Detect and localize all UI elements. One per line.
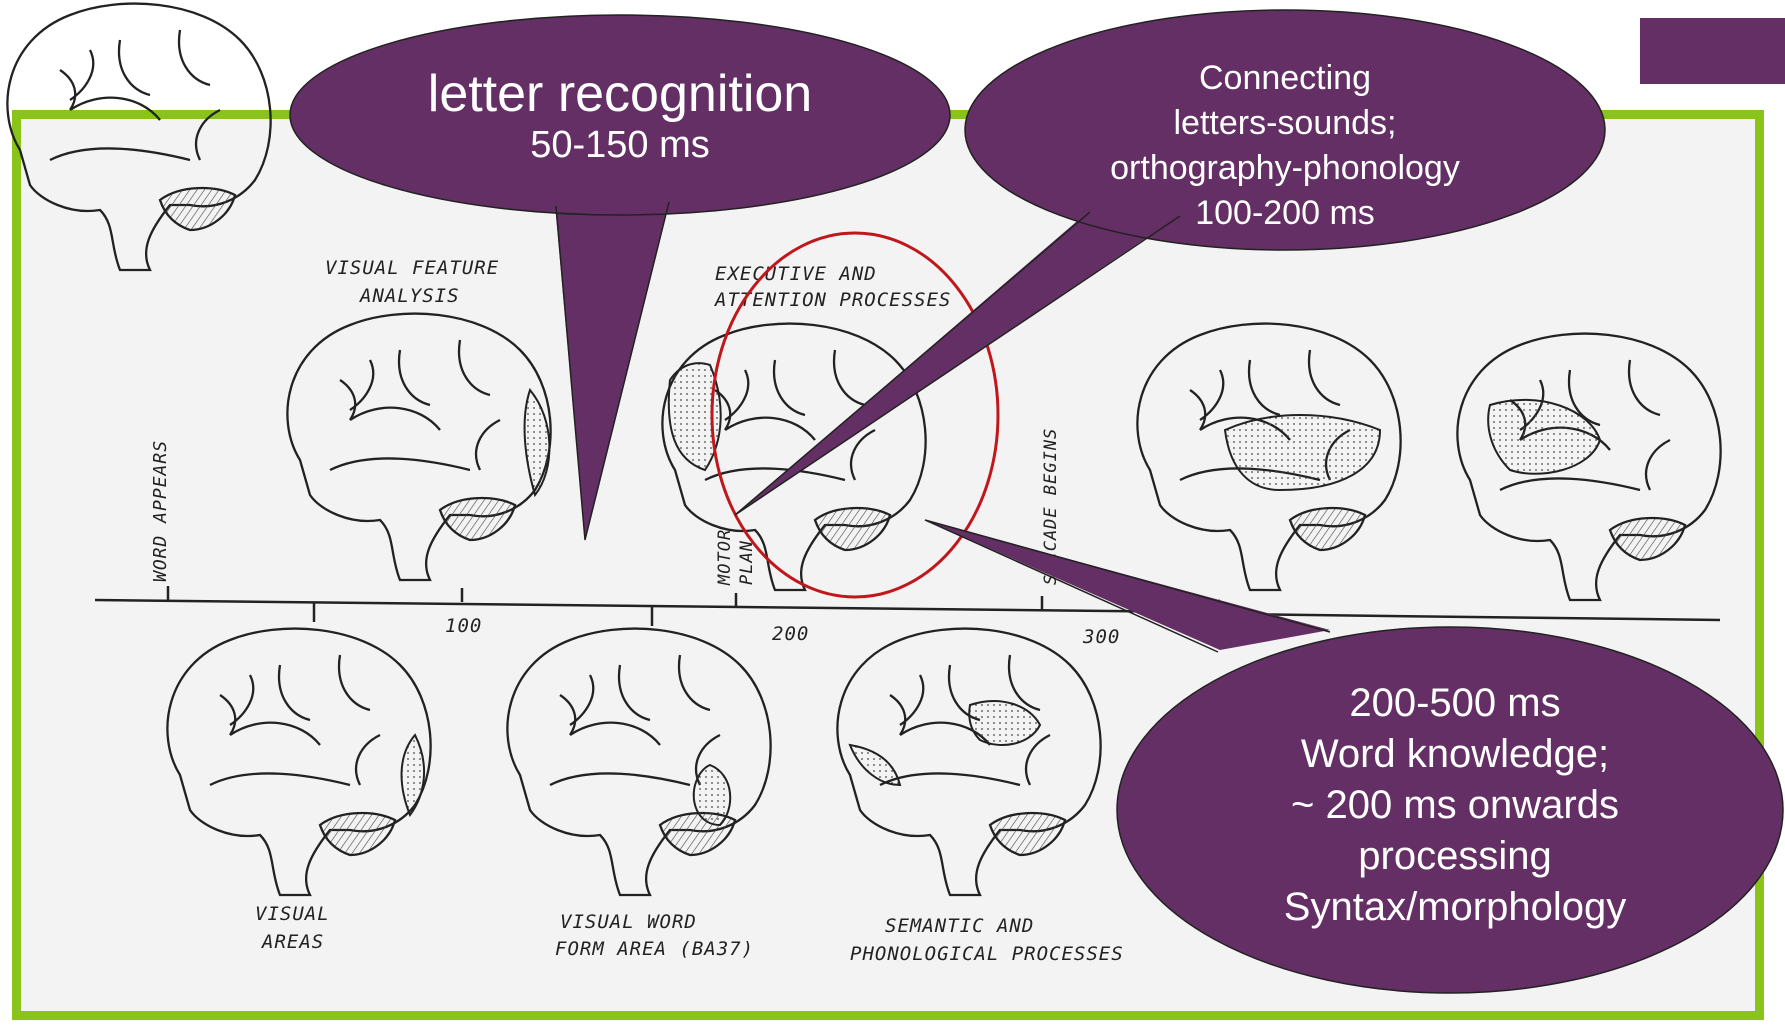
callout-word-line4: processing [1358,834,1552,878]
label-visual-feature-2: ANALYSIS [359,285,460,307]
label-vwfa-1: VISUAL WORD [560,911,697,933]
label-motor-plan-2: PLAN [737,540,757,585]
callout-connecting-line4: 100-200 ms [1195,194,1375,232]
brain-drawing [6,2,272,272]
callout-word-line1: 200-500 ms [1349,681,1561,725]
label-visual-areas-1: VISUAL [255,903,330,925]
callout-word-line3: ~ 200 ms onwards [1291,783,1619,827]
tick-300: 300 [1082,626,1120,648]
label-vwfa-2: FORM AREA (BA37) [555,938,754,960]
callout-connecting-line1: Connecting [1198,59,1371,97]
label-visual-feature-1: VISUAL FEATURE [325,257,499,279]
brain-executive [661,322,927,592]
bubble-letter-recognition [289,14,951,541]
highlight-circle [710,231,1000,599]
callout-word-knowledge: 200-500 ms Word knowledge; ~ 200 ms onwa… [1220,678,1690,933]
label-executive-1: EXECUTIVE AND [715,263,877,285]
brain-right-1 [1136,322,1402,592]
brain-semantic [836,627,1102,897]
callout-word-line2: Word knowledge; [1300,732,1610,776]
label-saccade: SACCADE BEGINS [1041,428,1061,585]
callout-connecting: Connecting letters-sounds; orthography-p… [1060,56,1510,236]
tick-100: 100 [445,615,482,637]
label-visual-areas-2: AREAS [261,931,324,953]
label-motor-plan-1: MOTOR [715,529,735,586]
timeline-axis [94,586,1721,626]
callout-word-line5: Syntax/morphology [1283,885,1627,929]
callout-letter-recognition: letter recognition 50-150 ms [390,65,850,169]
label-executive-2: ATTENTION PROCESSES [714,289,951,311]
corner-tab [1640,18,1785,84]
callout-connecting-line3: orthography-phonology [1110,149,1460,187]
brain-vwfa [506,627,772,897]
callout-letter-time: 50-150 ms [530,124,710,167]
label-semantic-1: SEMANTIC AND [885,915,1034,937]
callout-letter-title: letter recognition [427,65,813,123]
label-word-appears: WORD APPEARS [150,440,171,582]
bubble-word-knowledge [924,519,1784,994]
brain-visual-areas [166,627,432,897]
brain-right-2 [1456,332,1722,602]
bubble-connecting [734,9,1606,516]
brain-visual-feature [286,312,552,582]
tick-200: 200 [772,623,809,645]
label-semantic-2: PHONOLOGICAL PROCESSES [850,943,1124,965]
callout-connecting-line2: letters-sounds; [1173,104,1397,142]
